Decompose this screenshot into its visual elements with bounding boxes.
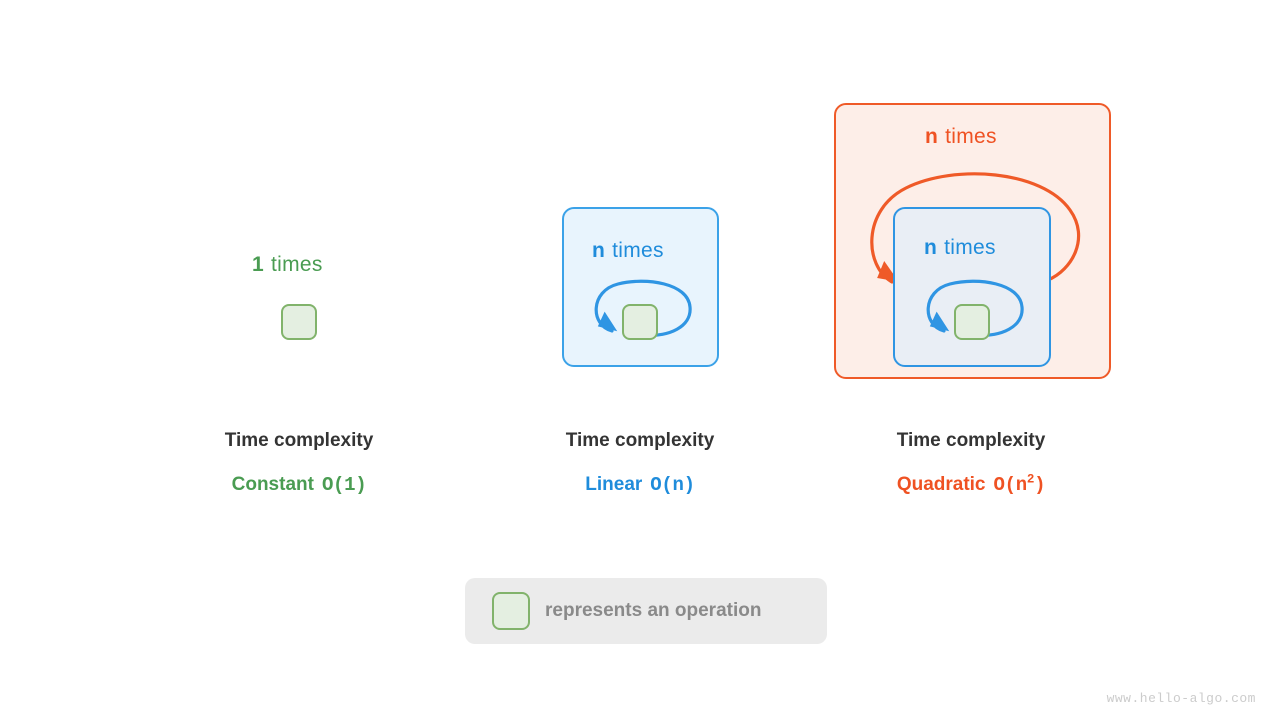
caption-title: Time complexity bbox=[565, 430, 715, 451]
bigo-exponent: 2 bbox=[1026, 472, 1035, 487]
caption-value: Linear O(n) bbox=[490, 474, 790, 496]
operation-square bbox=[954, 304, 990, 340]
constant-loop-word: times bbox=[270, 253, 323, 276]
legend: represents an operation bbox=[465, 578, 827, 644]
complexity-bigo: O(1) bbox=[321, 474, 367, 496]
linear-loop-count: n bbox=[592, 239, 606, 262]
operation-square bbox=[281, 304, 317, 340]
operation-square bbox=[622, 304, 658, 340]
quadratic-outer-loop-word: times bbox=[945, 125, 997, 148]
complexity-bigo: O(n2) bbox=[993, 472, 1046, 496]
complexity-bigo: O(n) bbox=[650, 474, 695, 496]
legend-label: represents an operation bbox=[545, 600, 762, 621]
operation-square-icon bbox=[492, 592, 530, 630]
quadratic-inner-loop-count: n bbox=[924, 236, 938, 259]
bigo-suffix: ) bbox=[1034, 474, 1046, 496]
quadratic-inner-loop-word: times bbox=[944, 236, 996, 259]
complexity-name: Linear bbox=[585, 474, 643, 495]
quadratic-outer-loop-count: n bbox=[925, 125, 939, 148]
caption-title: Time complexity bbox=[896, 430, 1046, 451]
complexity-name: Constant bbox=[231, 474, 314, 495]
caption-linear: Time complexity Linear O(n) bbox=[490, 430, 790, 496]
complexity-name: Quadratic bbox=[896, 474, 986, 495]
bigo-base: O(n bbox=[993, 474, 1028, 496]
caption-constant: Time complexity Constant O(1) bbox=[149, 430, 449, 496]
constant-loop-count: 1 bbox=[252, 253, 264, 276]
quadratic-inner-loop-box bbox=[893, 207, 1051, 367]
caption-title: Time complexity bbox=[224, 430, 374, 451]
caption-value: Constant O(1) bbox=[149, 474, 449, 496]
watermark: www.hello-algo.com bbox=[1106, 691, 1256, 706]
linear-loop-word: times bbox=[612, 239, 664, 262]
constant-loop-label: 1 times bbox=[252, 253, 323, 277]
caption-value: Quadratic O(n2) bbox=[821, 472, 1121, 496]
caption-quadratic: Time complexity Quadratic O(n2) bbox=[821, 430, 1121, 496]
linear-loop-box bbox=[562, 207, 719, 367]
